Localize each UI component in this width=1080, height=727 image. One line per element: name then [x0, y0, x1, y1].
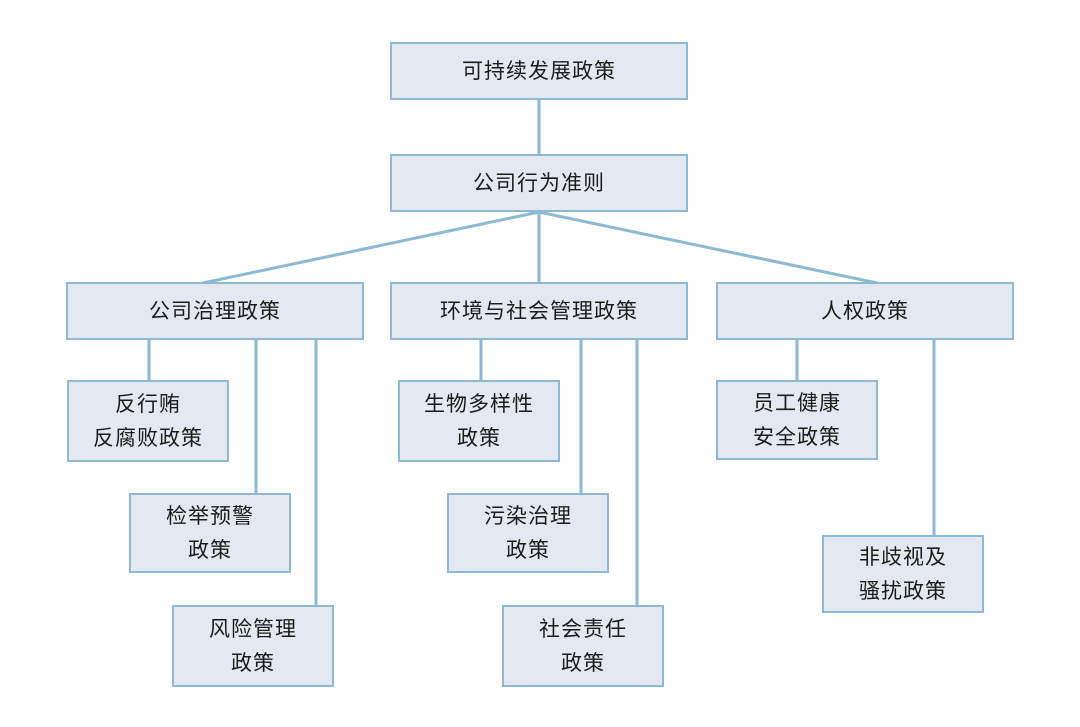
node-biodiversity-policy: 生物多样性 政策 [398, 380, 560, 462]
node-label: 员工健康 安全政策 [753, 391, 841, 449]
node-risk-management-policy: 风险管理 政策 [172, 605, 334, 687]
node-human-rights-policy: 人权政策 [716, 282, 1014, 340]
node-label: 生物多样性 政策 [424, 392, 534, 450]
node-pollution-control-policy: 污染治理 政策 [447, 493, 609, 573]
edge-code-human-rights [538, 210, 878, 285]
node-label: 非歧视及 骚扰政策 [859, 545, 947, 603]
node-label: 反行贿 反腐败政策 [93, 392, 203, 450]
node-label: 检举预警 政策 [166, 504, 254, 562]
node-label: 污染治理 政策 [484, 504, 572, 562]
node-health-safety-policy: 员工健康 安全政策 [716, 380, 878, 460]
node-env-social-policy: 环境与社会管理政策 [390, 282, 688, 340]
node-whistleblowing-policy: 检举预警 政策 [129, 493, 291, 573]
node-label: 可持续发展政策 [462, 59, 616, 83]
node-label: 公司行为准则 [473, 171, 605, 195]
node-code-of-conduct: 公司行为准则 [390, 154, 688, 212]
node-label: 人权政策 [821, 299, 909, 323]
node-anti-bribery-policy: 反行贿 反腐败政策 [67, 380, 229, 462]
node-sustainability-policy: 可持续发展政策 [390, 42, 688, 100]
node-label: 社会责任 政策 [539, 617, 627, 675]
node-anti-discrimination-policy: 非歧视及 骚扰政策 [822, 535, 984, 613]
node-social-responsibility-policy: 社会责任 政策 [502, 605, 664, 687]
edge-code-governance [202, 210, 540, 285]
node-label: 风险管理 政策 [209, 617, 297, 675]
node-label: 环境与社会管理政策 [440, 299, 638, 323]
node-corporate-governance-policy: 公司治理政策 [66, 282, 364, 340]
node-label: 公司治理政策 [149, 299, 281, 323]
